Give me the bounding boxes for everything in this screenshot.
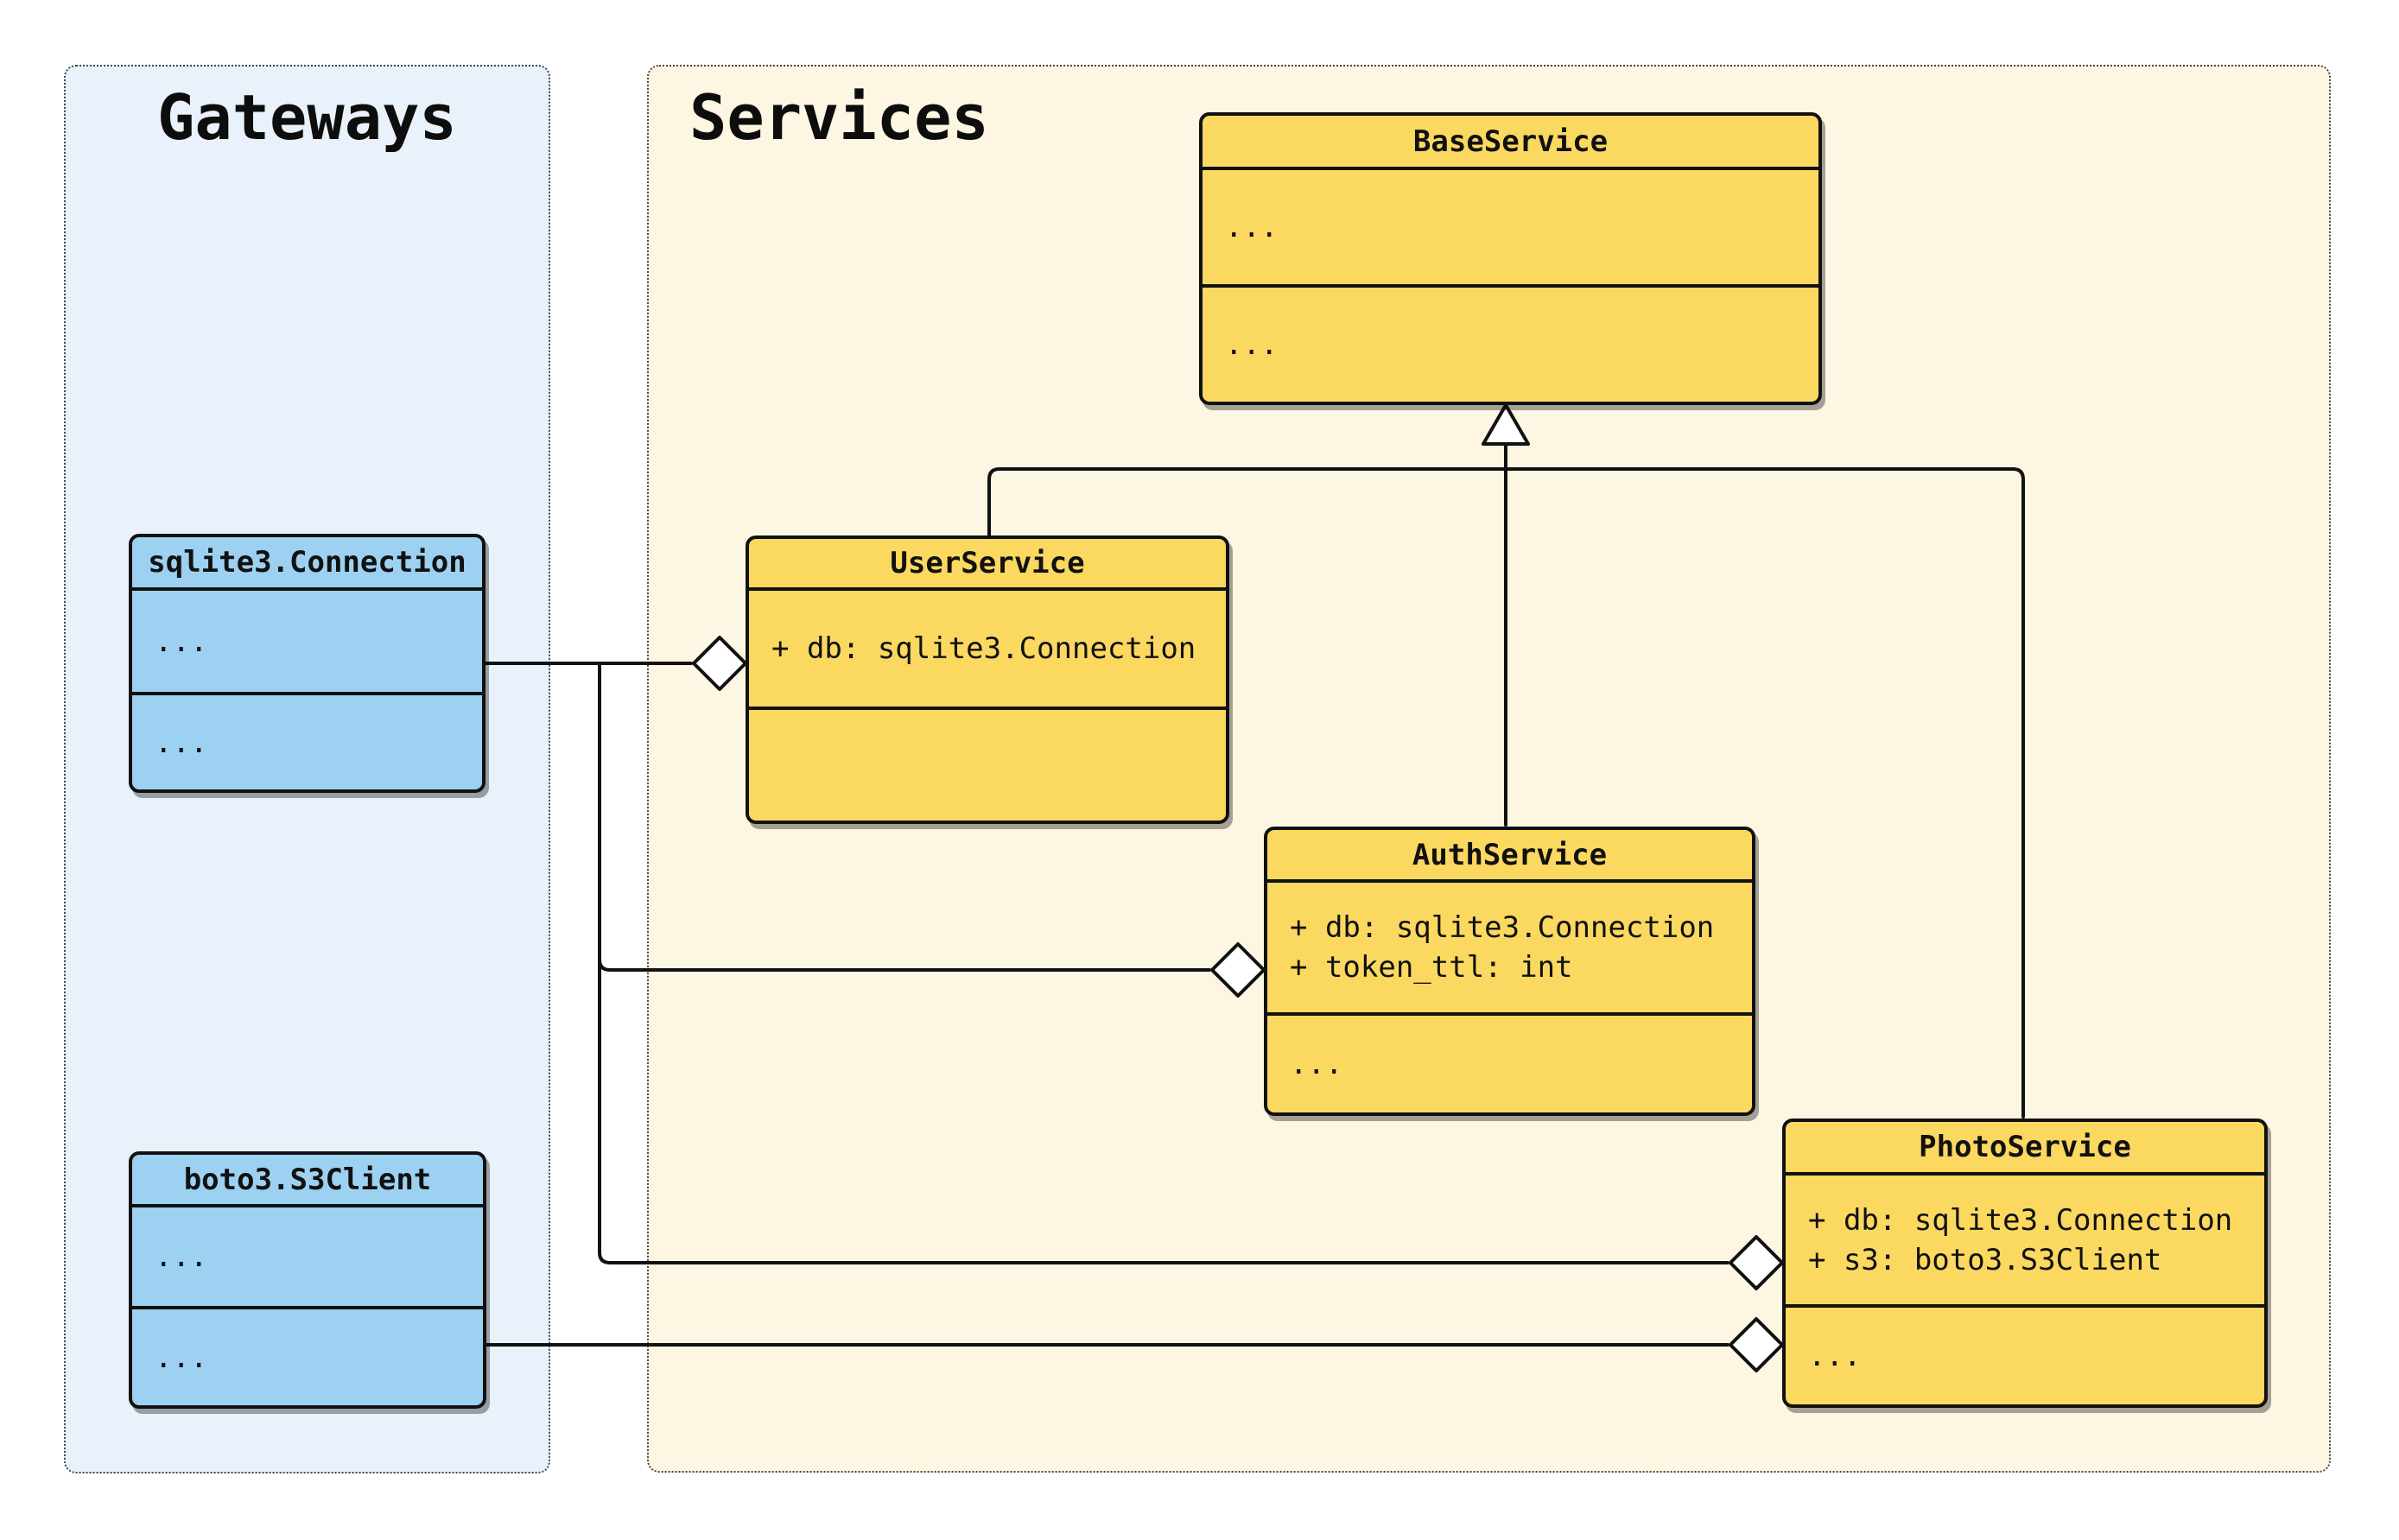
aggregation-diamond-icon (1729, 1317, 1784, 1372)
attributes-section: + db: sqlite3.Connection (749, 591, 1226, 710)
class-box-boto3-s3client: boto3.S3Client ... ... (129, 1151, 486, 1409)
attribute-line: + s3: boto3.S3Client (1808, 1242, 2162, 1277)
attribute-line: ... (155, 624, 208, 659)
class-title: PhotoService (1786, 1122, 2264, 1176)
class-box-userservice: UserService + db: sqlite3.Connection (746, 536, 1229, 824)
method-line: ... (1290, 1047, 1343, 1081)
aggregation-diamond-icon (1729, 1235, 1784, 1290)
class-title: UserService (749, 539, 1226, 591)
class-title: AuthService (1267, 830, 1752, 883)
class-box-authservice: AuthService + db: sqlite3.Connection + t… (1264, 827, 1755, 1116)
methods-section: ... (132, 1309, 483, 1405)
attributes-section: ... (132, 591, 482, 695)
class-title: boto3.S3Client (132, 1155, 483, 1207)
methods-section (749, 710, 1226, 821)
gateways-group-label: Gateways (157, 81, 457, 154)
edge-sqlite-photoservice (598, 662, 1729, 1264)
class-box-sqlite3-connection: sqlite3.Connection ... ... (129, 534, 486, 793)
attribute-line: + db: sqlite3.Connection (771, 631, 1196, 666)
methods-section: ... (1203, 288, 1818, 402)
attribute-line: ... (155, 1239, 208, 1274)
class-title: BaseService (1203, 116, 1818, 170)
attributes-section: + db: sqlite3.Connection + s3: boto3.S3C… (1786, 1176, 2264, 1308)
method-line: ... (1225, 327, 1279, 362)
attribute-line: + db: sqlite3.Connection (1808, 1202, 2233, 1238)
methods-section: ... (1786, 1308, 2264, 1404)
attributes-section: ... (1203, 170, 1818, 288)
methods-section: ... (1267, 1016, 1752, 1112)
method-line: ... (155, 725, 208, 760)
attributes-section: ... (132, 1207, 483, 1309)
method-line: ... (155, 1340, 208, 1375)
attribute-line: + db: sqlite3.Connection (1290, 910, 1715, 945)
edge-sqlite-authservice (598, 958, 1211, 972)
services-group-label: Services (689, 81, 989, 154)
aggregation-diamond-icon (1210, 942, 1266, 998)
attributes-section: + db: sqlite3.Connection + token_ttl: in… (1267, 883, 1752, 1016)
class-box-baseservice: BaseService ... ... (1199, 112, 1822, 405)
aggregation-diamond-icon (692, 636, 747, 691)
inheritance-triangle-icon (1482, 403, 1530, 446)
class-title: sqlite3.Connection (132, 537, 482, 591)
methods-section: ... (132, 695, 482, 789)
method-line: ... (1808, 1339, 1862, 1373)
class-box-photoservice: PhotoService + db: sqlite3.Connection + … (1782, 1119, 2268, 1408)
attribute-line: + token_ttl: int (1290, 950, 1573, 985)
attribute-line: ... (1225, 210, 1279, 244)
